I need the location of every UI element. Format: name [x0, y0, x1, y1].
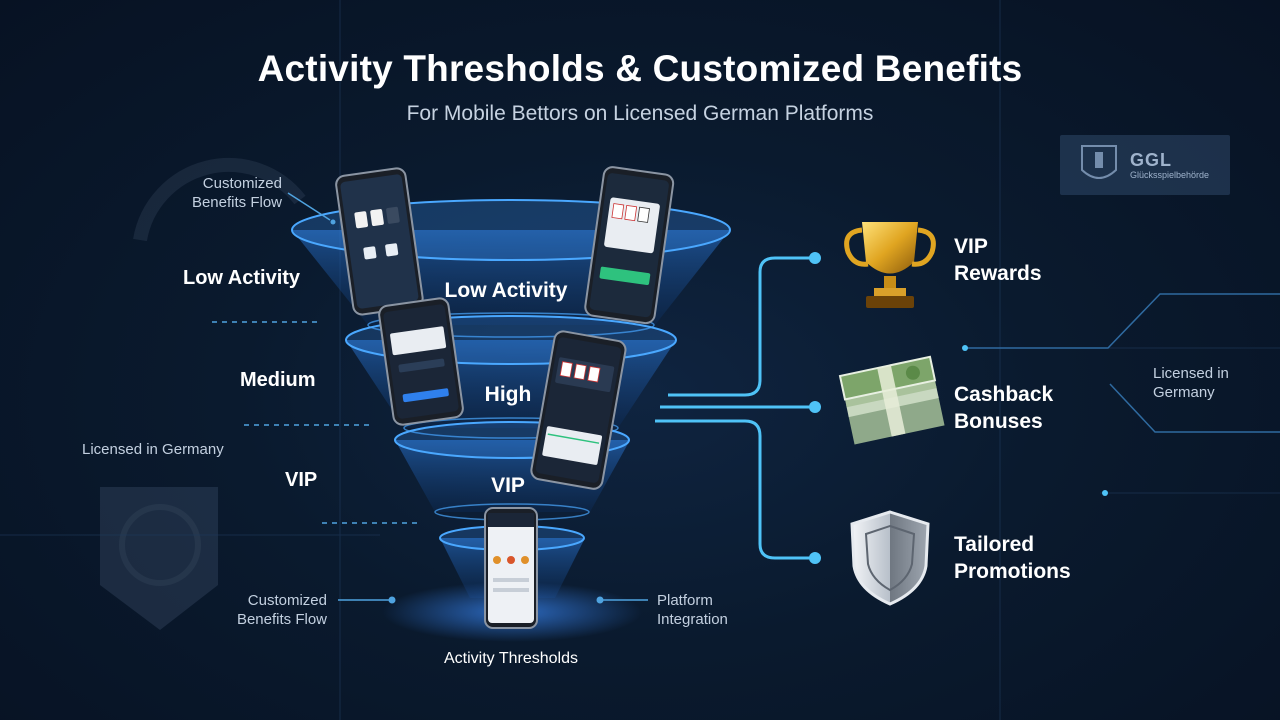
phone-1	[335, 167, 424, 316]
flow-label-bottom-line1: Customized	[247, 592, 327, 609]
tier-label-low: Low Activity	[183, 267, 301, 289]
phone-5	[484, 507, 538, 629]
platform-integration-label: Platform Integration	[657, 591, 728, 629]
watermark-shield-icon	[100, 487, 218, 630]
funnel-level-low: Low Activity	[444, 279, 568, 302]
benefit-connectors	[655, 256, 814, 560]
benefit-cashback-line1: Cashback	[954, 383, 1054, 406]
phone-3	[378, 297, 464, 426]
tier-label-vip: VIP	[285, 469, 318, 491]
phone-2	[584, 166, 675, 325]
benefit-tailored-promotions: Tailored Promotions	[954, 531, 1071, 585]
flow-label-top: Customized Benefits Flow	[150, 174, 282, 212]
ggl-logo-icon	[1081, 145, 1117, 179]
flow-pointer	[287, 192, 331, 221]
cash-stack-icon	[838, 355, 945, 445]
funnel-level-vip: VIP	[491, 474, 525, 497]
benefit-cashback: Cashback Bonuses	[954, 381, 1053, 435]
ggl-text: GGL	[1130, 150, 1172, 170]
funnel-base-label: Activity Thresholds	[444, 650, 578, 667]
left-guides	[212, 321, 420, 524]
licensed-right-line1: Licensed in	[1153, 365, 1229, 382]
benefit-tailored-line1: Tailored	[954, 533, 1035, 556]
trophy-icon	[844, 222, 936, 308]
watermark-arc-icon	[133, 158, 306, 242]
page-title: Activity Thresholds & Customized Benefit…	[257, 48, 1023, 89]
ggl-subtext: Glücksspielbehörde	[1130, 170, 1210, 180]
right-guides	[965, 293, 1280, 433]
platform-integration-line1: Platform	[657, 592, 713, 609]
benefit-vip-rewards: VIP Rewards	[954, 233, 1042, 287]
flow-label-bottom-line2: Benefits Flow	[236, 611, 327, 628]
benefit-vip-rewards-line1: VIP	[954, 235, 988, 258]
benefit-vip-rewards-line2: Rewards	[954, 262, 1042, 285]
shield-icon	[850, 510, 930, 606]
flow-label-bottom: Customized Benefits Flow	[200, 591, 327, 629]
tier-label-medium: Medium	[240, 369, 316, 391]
flow-label-top-line1: Customized	[202, 175, 282, 192]
benefit-tailored-line2: Promotions	[954, 560, 1071, 583]
licensed-label-left: Licensed in Germany	[82, 441, 224, 458]
phone-4	[530, 330, 627, 490]
platform-integration-line2: Integration	[657, 611, 728, 628]
flow-label-top-line2: Benefits Flow	[191, 194, 282, 211]
page-subtitle: For Mobile Bettors on Licensed German Pl…	[406, 102, 874, 125]
benefit-cashback-line2: Bonuses	[954, 410, 1043, 433]
licensed-right-line2: Germany	[1153, 384, 1215, 401]
funnel-level-high: High	[484, 383, 532, 406]
ggl-badge	[1060, 135, 1230, 195]
licensed-label-right: Licensed in Germany	[1153, 364, 1229, 402]
